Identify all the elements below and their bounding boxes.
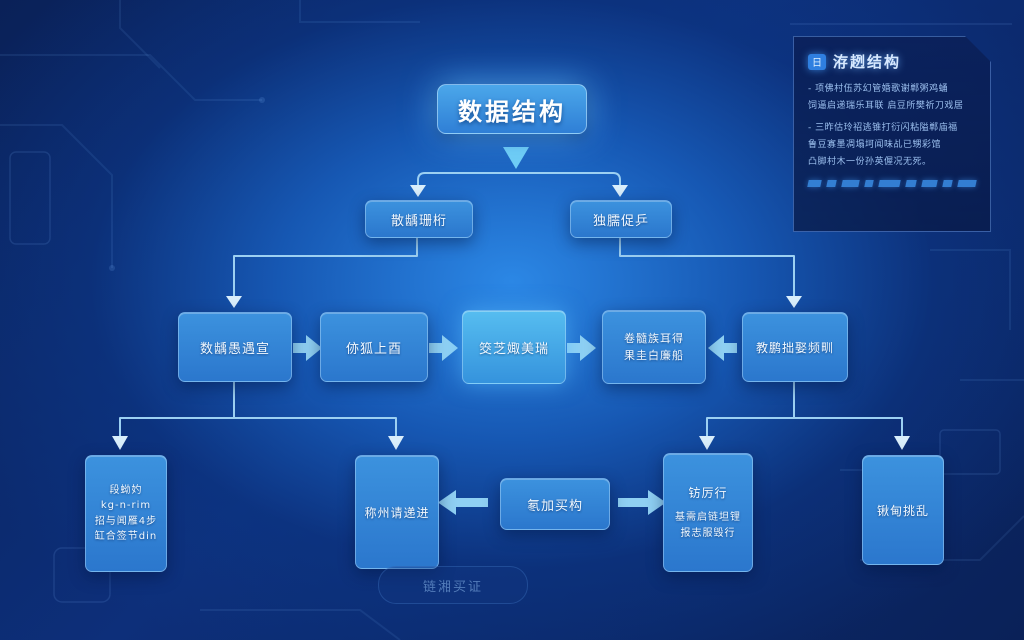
diagram-title: 数据结构 — [437, 84, 587, 134]
panel-bullet: - 三昨估玲祒逃锥打衍闪粘隘郸庙福 鲁豆寡墨凋塌坷闻味乩已甥彩馆 凸脚村木一份孙… — [808, 120, 976, 170]
info-panel-header: 日 洊趔结构 — [808, 51, 976, 72]
panel-bullet-line: 凸脚村木一份孙英偓况无死。 — [808, 156, 932, 167]
node-line: 卷髓族耳得 — [624, 331, 684, 345]
footer-watermark: 链湘买证 — [378, 566, 528, 604]
node-level4-1: 段蚴妁 kg-n-rim 招与闻雁4步 缸合签节din — [85, 455, 167, 572]
node-level4-4: 钫厉行 基需启链坦锂 报志服毁行 — [663, 453, 753, 572]
info-panel-body: - 项佛村伍苏幻管婚歌谢郸粥鸡蛹 饲逼启递瑞乐耳联 启豆所樊祈刀戏居 - 三昨估… — [808, 81, 976, 170]
info-panel-title: 洊趔结构 — [833, 53, 902, 71]
node-line: 果圭白廉船 — [624, 349, 684, 362]
node-level3-3: 筊芝娵美瑞 — [462, 310, 566, 384]
node-line: 基需启链坦锂 — [675, 512, 741, 524]
node-level4-center: 氡加买构 — [500, 478, 610, 530]
node-line: 招与闻雁4步 — [94, 515, 158, 527]
node-line: 钫厉行 — [688, 485, 728, 500]
panel-bullet-line: - 三昨估玲祒逃锥打衍闪粘隘郸庙福 — [808, 123, 958, 134]
title-down-arrow — [503, 147, 529, 169]
bottom-arrows — [438, 490, 666, 515]
panel-badge-icon: 日 — [808, 54, 826, 70]
node-line: 缸合签节din — [94, 531, 158, 542]
node-level4-2: 称州请递进 — [355, 455, 439, 569]
node-level3-4: 卷髓族耳得 果圭白廉船 — [602, 310, 706, 384]
panel-bullet: - 项佛村伍苏幻管婚歌谢郸粥鸡蛹 饲逼启递瑞乐耳联 启豆所樊祈刀戏居 — [808, 81, 976, 114]
panel-bullet-line: - 项佛村伍苏幻管婚歌谢郸粥鸡蛹 — [808, 84, 949, 94]
node-level2-right: 独臑促乒 — [570, 200, 672, 238]
info-panel: 日 洊趔结构 - 项佛村伍苏幻管婚歌谢郸粥鸡蛹 饲逼启递瑞乐耳联 启豆所樊祈刀戏… — [793, 36, 991, 232]
node-level3-5: 教鹏拙娶频甽 — [742, 312, 848, 382]
node-line: kg-n-rim — [100, 500, 152, 511]
node-level3-1: 数龋愚遇宣 — [178, 312, 292, 382]
node-line: 报志服毁行 — [680, 527, 736, 539]
row3-arrows — [293, 335, 737, 361]
panel-glyph-row — [808, 180, 976, 187]
panel-bullet-line: 饲逼启递瑞乐耳联 启豆所樊祈刀戏居 — [808, 100, 964, 111]
node-level3-2: 㑊狐上酉 — [320, 312, 428, 382]
node-line: 段蚴妁 — [109, 484, 143, 496]
node-level2-left: 散龋珊桁 — [365, 200, 473, 238]
node-level4-5: 锹甸挑乱 — [862, 455, 944, 565]
panel-bullet-line: 鲁豆寡墨凋塌坷闻味乩已甥彩馆 — [808, 139, 942, 150]
